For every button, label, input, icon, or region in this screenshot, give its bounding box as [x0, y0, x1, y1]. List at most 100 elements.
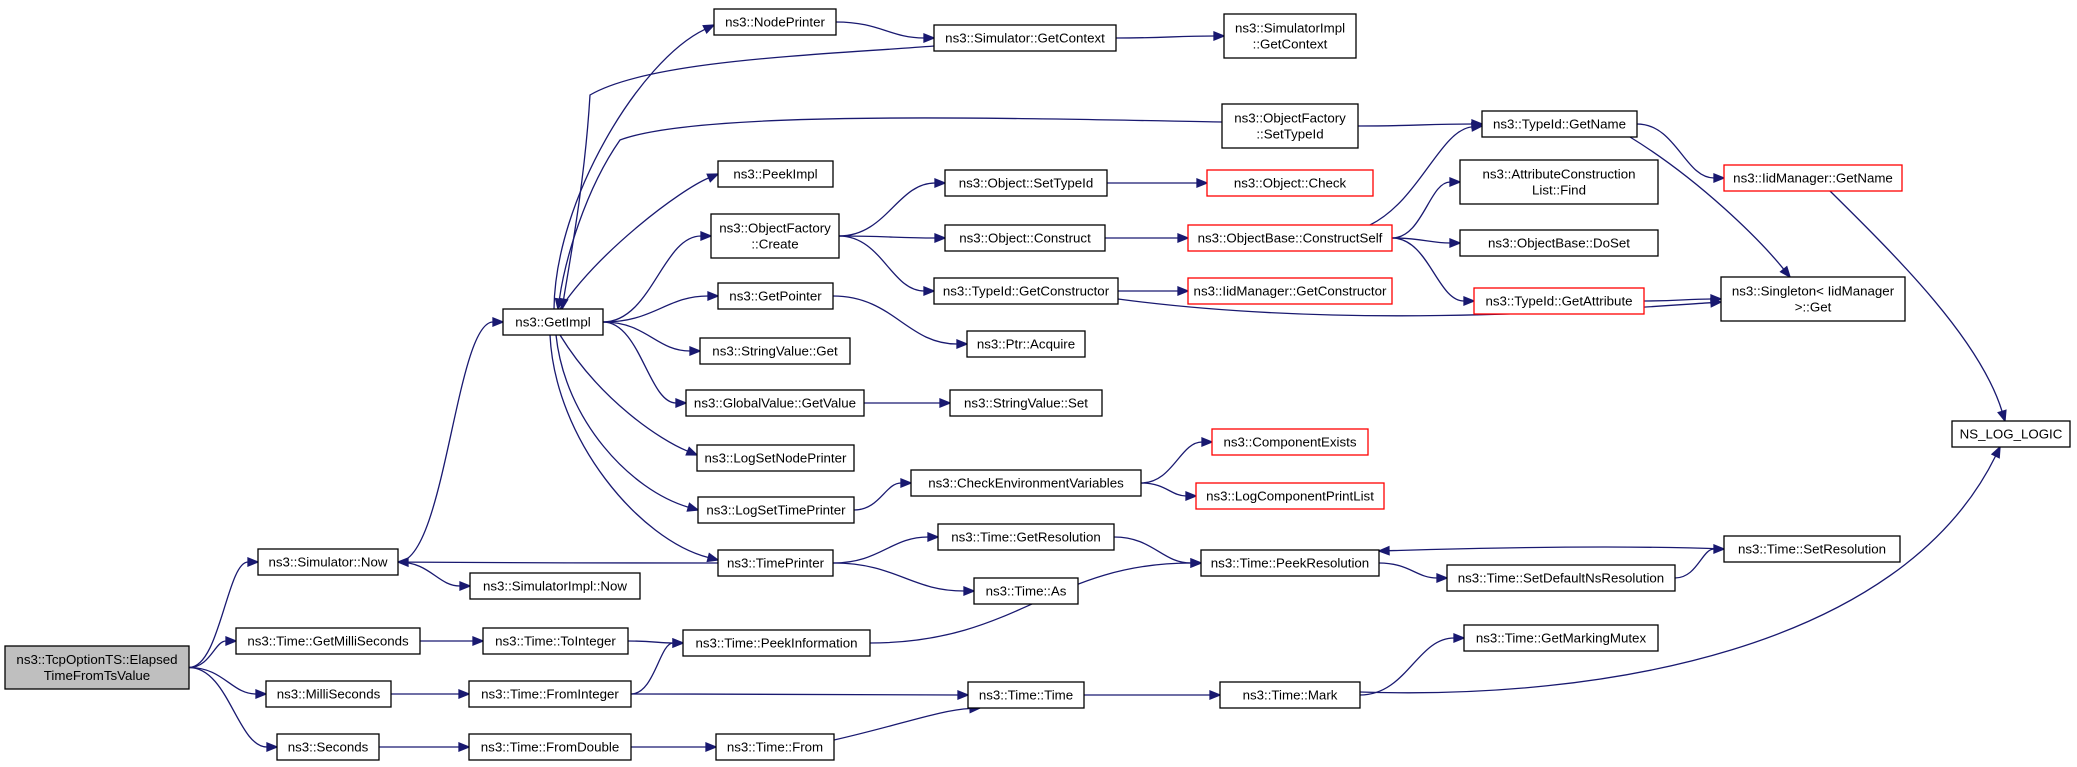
call-edge-ofsettid-to-getimpl	[554, 117, 1223, 311]
edge-line	[1140, 441, 1203, 484]
arrow-head-icon	[923, 286, 936, 296]
node-label: ns3::Time::GetMilliSeconds	[247, 634, 409, 649]
edge-line	[853, 482, 902, 511]
arrow-head-icon	[707, 291, 720, 301]
call-edge-getpointer-to-ptracquire	[832, 295, 969, 349]
node-box	[1463, 624, 1659, 652]
function-node-timeprinter[interactable]: ns3::TimePrinter	[717, 549, 834, 577]
node-box	[265, 680, 392, 708]
function-node-objconstruct[interactable]: ns3::Object::Construct	[944, 224, 1106, 252]
arrow-head-icon	[1209, 690, 1222, 700]
function-node-toint[interactable]: ns3::Time::ToInteger	[482, 627, 629, 655]
node-label: ns3::Time::FromInteger	[481, 687, 619, 702]
function-node-svset[interactable]: ns3::StringValue::Set	[949, 389, 1103, 417]
node-box	[502, 308, 604, 336]
function-node-singleton[interactable]: ns3::Singleton< IidManager>::Get	[1720, 276, 1906, 322]
function-node-fromint[interactable]: ns3::Time::FromInteger	[468, 680, 632, 708]
function-node-peekinfo[interactable]: ns3::Time::PeekInformation	[682, 629, 871, 657]
function-node-getimpl[interactable]: ns3::GetImpl	[502, 308, 604, 336]
function-node-logsettime[interactable]: ns3::LogSetTimePrinter	[697, 496, 855, 524]
node-box	[967, 681, 1085, 709]
edge-line	[838, 235, 936, 239]
function-node-svget[interactable]: ns3::StringValue::Get	[699, 337, 851, 365]
function-node-fromdbl[interactable]: ns3::Time::FromDouble	[468, 733, 632, 761]
function-node-setdefaultns[interactable]: ns3::Time::SetDefaultNsResolution	[1446, 564, 1676, 592]
call-edge-objsettid-to-objcheck	[1107, 178, 1209, 188]
function-node-nodeprinter[interactable]: ns3::NodePrinter	[713, 8, 837, 36]
edge-line	[1359, 455, 1997, 694]
call-edge-fromint-to-peekinfo	[630, 638, 685, 695]
function-node-objcheck[interactable]: ns3::Object::Check	[1206, 169, 1374, 197]
function-node-timefrom[interactable]: ns3::Time::From	[715, 733, 835, 761]
function-node-checkenv[interactable]: ns3::CheckEnvironmentVariables	[910, 469, 1142, 497]
function-node-ofcreate[interactable]: ns3::ObjectFactory::Create	[710, 213, 840, 259]
edge-line	[602, 235, 702, 323]
function-node-setres[interactable]: ns3::Time::SetResolution	[1723, 535, 1901, 563]
call-edge-checkenv-to-compexists	[1140, 437, 1214, 484]
function-node-tidgetattr[interactable]: ns3::TypeId::GetAttribute	[1473, 287, 1645, 315]
edge-line	[553, 28, 706, 310]
function-node-getpointer[interactable]: ns3::GetPointer	[717, 282, 834, 310]
function-node-obconstructself[interactable]: ns3::ObjectBase::ConstructSelf	[1187, 224, 1393, 252]
node-box	[937, 523, 1115, 551]
function-node-getres[interactable]: ns3::Time::GetResolution	[937, 523, 1115, 551]
edge-line	[832, 562, 965, 592]
function-node-getms[interactable]: ns3::Time::GetMilliSeconds	[235, 627, 421, 655]
function-node-ofsettid[interactable]: ns3::ObjectFactory::SetTypeId	[1221, 103, 1359, 149]
function-node-obdoset[interactable]: ns3::ObjectBase::DoSet	[1459, 229, 1659, 257]
function-node-iidgetname[interactable]: ns3::IidManager::GetName	[1723, 164, 1903, 192]
node-label: ns3::Time::PeekResolution	[1211, 556, 1369, 571]
node-box	[1195, 482, 1385, 510]
function-node-getmarkmutex[interactable]: ns3::Time::GetMarkingMutex	[1463, 624, 1659, 652]
node-box	[257, 548, 399, 576]
function-node-simnow[interactable]: ns3::Simulator::Now	[257, 548, 399, 576]
node-label: ns3::SimulatorImpl::Now	[483, 579, 627, 594]
edge-line	[1391, 237, 1451, 244]
arrow-head-icon	[963, 586, 976, 596]
function-node-iidgetctor[interactable]: ns3::IidManager::GetConstructor	[1187, 277, 1393, 305]
function-node-seconds[interactable]: ns3::Seconds	[276, 733, 380, 761]
node-box	[1446, 564, 1676, 592]
arrow-head-icon	[706, 173, 720, 183]
edge-line	[838, 182, 936, 237]
function-node-simimplnow[interactable]: ns3::SimulatorImpl::Now	[469, 572, 641, 600]
node-label: ns3::GetImpl	[515, 315, 590, 330]
function-node-nslog[interactable]: NS_LOG_LOGIC	[1951, 420, 2071, 448]
arrow-head-icon	[1201, 437, 1214, 447]
edge-line	[602, 295, 709, 323]
function-node-timetime[interactable]: ns3::Time::Time	[967, 681, 1085, 709]
function-node-timeas[interactable]: ns3::Time::As	[973, 577, 1079, 605]
node-label: ns3::TypeId::GetName	[1493, 117, 1626, 132]
function-node-simimplctx[interactable]: ns3::SimulatorImpl::GetContext	[1223, 13, 1357, 59]
arrow-head-icon	[705, 742, 718, 752]
function-node-tidgetctor[interactable]: ns3::TypeId::GetConstructor	[933, 277, 1119, 305]
function-node-logcompprint[interactable]: ns3::LogComponentPrintList	[1195, 482, 1385, 510]
function-node-millis[interactable]: ns3::MilliSeconds	[265, 680, 392, 708]
function-node-objsettid[interactable]: ns3::Object::SetTypeId	[944, 169, 1108, 197]
function-node-logsetnode[interactable]: ns3::LogSetNodePrinter	[696, 444, 855, 472]
arrow-head-icon	[472, 636, 485, 646]
call-edge-seconds-to-fromdbl	[379, 742, 471, 752]
function-node-peekres[interactable]: ns3::Time::PeekResolution	[1200, 549, 1380, 577]
function-node-ptracquire[interactable]: ns3::Ptr::Acquire	[966, 330, 1086, 358]
node-label: ns3::TypeId::GetAttribute	[1485, 294, 1632, 309]
node-label: ns3::PeekImpl	[733, 167, 817, 182]
function-node-tidgetname[interactable]: ns3::TypeId::GetName	[1481, 110, 1638, 138]
arrow-head-icon	[1990, 445, 2001, 459]
call-edge-gvgetvalue-to-svset	[864, 398, 952, 408]
function-node-compexists[interactable]: ns3::ComponentExists	[1211, 428, 1369, 456]
arrow-head-icon	[957, 690, 970, 700]
node-box	[482, 627, 629, 655]
call-edge-obconstructself-to-acfind	[1391, 177, 1462, 239]
function-node-peekimpl[interactable]: ns3::PeekImpl	[717, 160, 834, 188]
node-box	[1720, 276, 1906, 322]
call-edge-simnow-to-getimpl	[397, 317, 505, 563]
function-node-gvgetvalue[interactable]: ns3::GlobalValue::GetValue	[685, 389, 865, 417]
function-node-timemark[interactable]: ns3::Time::Mark	[1219, 681, 1361, 709]
edge-line	[1643, 298, 1712, 302]
arrow-head-icon	[459, 581, 472, 591]
function-node-simgetctx[interactable]: ns3::Simulator::GetContext	[933, 24, 1117, 52]
arrow-head-icon	[939, 398, 952, 408]
